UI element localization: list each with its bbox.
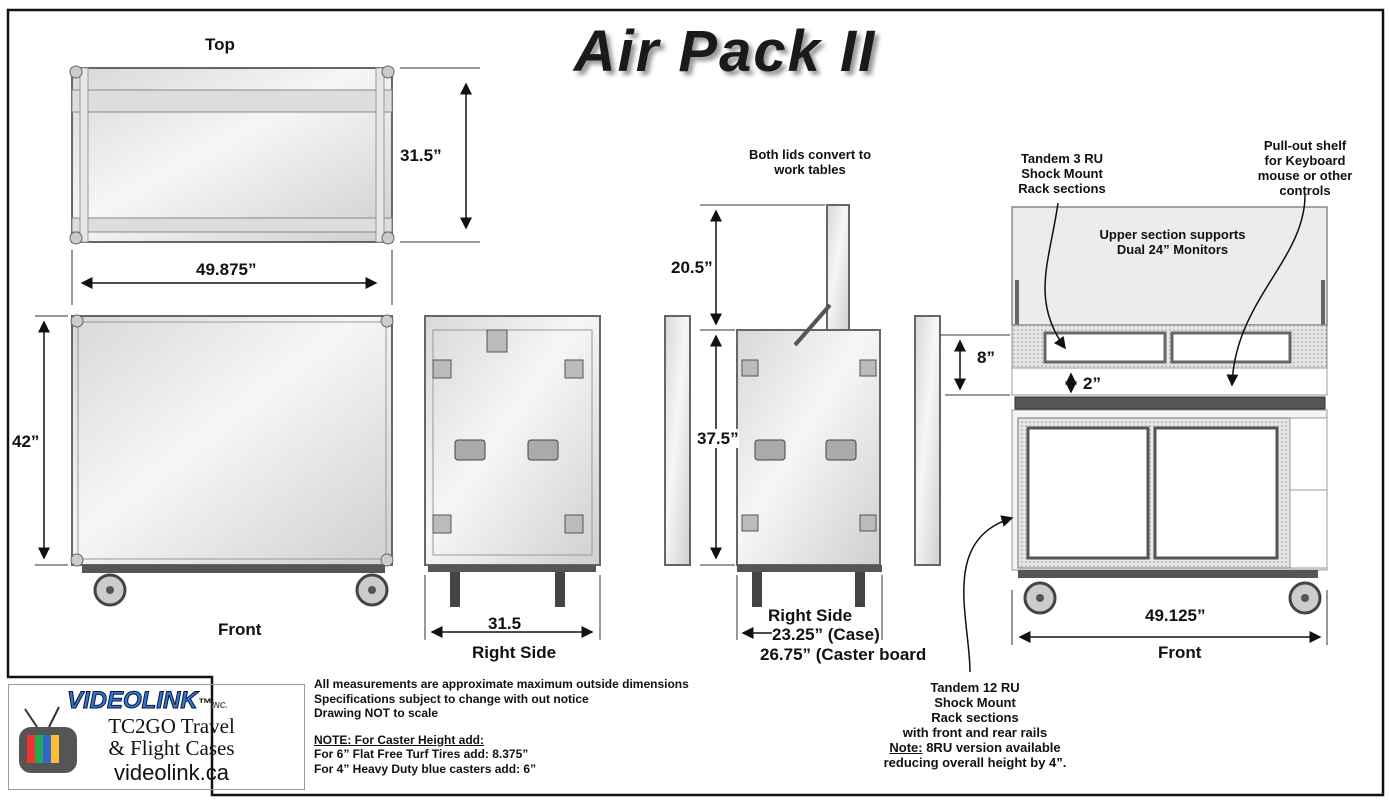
front-height-dimension: 42” (12, 432, 40, 451)
open-front-width-dimension: 49.125” (1145, 606, 1206, 625)
case-height-dimension: 37.5” (697, 429, 739, 448)
front-view (35, 314, 394, 607)
logo-brand: VIDEOLINK (67, 687, 199, 715)
right-side-label: Right Side (472, 643, 557, 662)
gap-dimension: 2” (1083, 374, 1101, 393)
page-frame (6, 8, 1385, 797)
open-front-view (940, 194, 1328, 673)
front-view-label: Front (218, 620, 262, 639)
top-width-dimension: 49.875” (196, 260, 257, 279)
open-front-label: Front (1158, 643, 1202, 662)
case-width-dimension: 23.25” (Case) (772, 625, 880, 644)
top-depth-dimension: 31.5” (400, 146, 442, 165)
top-view-label: Top (205, 35, 235, 54)
tv-icon (19, 706, 77, 773)
side-width-dimension: 31.5 (488, 614, 522, 633)
lid-height-dimension: 20.5” (671, 258, 713, 277)
right-side-view (424, 315, 601, 640)
videolink-logo: VIDEOLINK™INC. TC2GO Travel& Flight Case… (8, 684, 305, 790)
logo-tagline: TC2GO Travel& Flight Cases (108, 714, 235, 760)
open-side-view (664, 204, 941, 640)
top-view (69, 65, 480, 305)
section-height-dimension: 8” (977, 348, 995, 367)
page-title: Air Pack II (573, 19, 877, 84)
open-side-label: Right Side (768, 606, 853, 625)
general-notes: All measurements are approximate maximum… (314, 677, 689, 776)
caster-board-dimension: 26.75” (Caster board (760, 645, 927, 664)
logo-url: videolink.ca (114, 760, 229, 785)
